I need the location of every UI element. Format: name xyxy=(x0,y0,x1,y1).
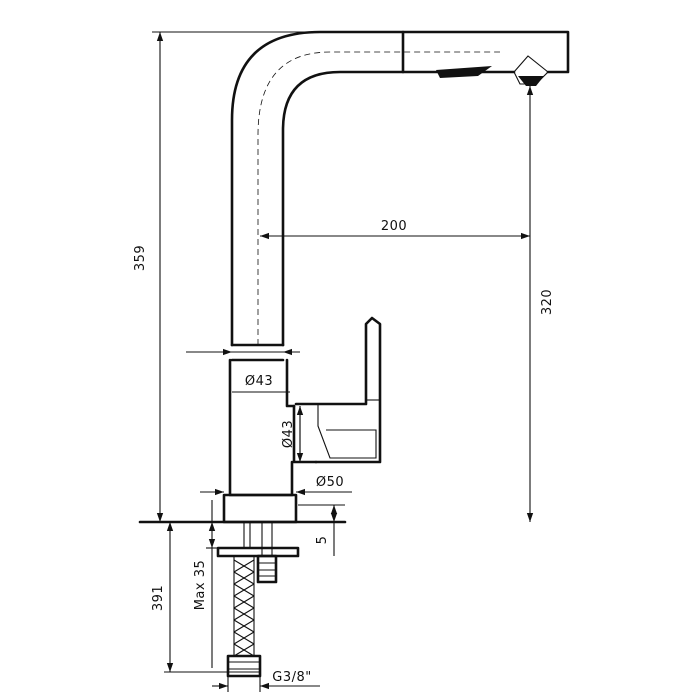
label-thread: G3/8" xyxy=(272,670,311,685)
label-handle-diameter: Ø43 xyxy=(281,420,296,448)
label-base-diameter: Ø50 xyxy=(316,475,344,490)
label-hose-length: 391 xyxy=(151,585,166,611)
dimension-labels: 359 200 320 Ø43 Ø43 Ø50 5 Max 35 391 G3/… xyxy=(133,219,555,685)
dimension-lines xyxy=(152,31,534,692)
label-worktop-max: Max 35 xyxy=(193,560,208,611)
braided-hose xyxy=(226,555,262,678)
faucet-body xyxy=(138,30,570,524)
label-plate-thickness: 5 xyxy=(315,536,330,545)
label-spout-reach: 200 xyxy=(381,219,407,234)
label-body-diameter: Ø43 xyxy=(245,374,273,389)
label-total-height: 359 xyxy=(133,245,148,271)
mounting-hardware xyxy=(216,522,300,584)
label-spout-height: 320 xyxy=(540,289,555,315)
